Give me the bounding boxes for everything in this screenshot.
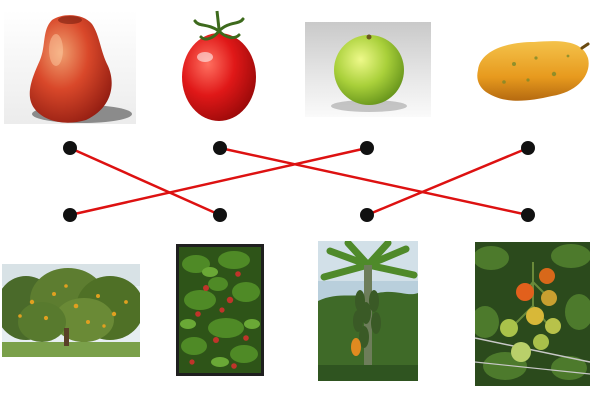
match-dot-b2[interactable] [213, 208, 227, 222]
connector-line-t3-b1 [69, 146, 368, 217]
match-dot-b4[interactable] [521, 208, 535, 222]
match-dot-t1[interactable] [63, 141, 77, 155]
wax-apple-tree-plant-icon [176, 244, 264, 376]
green-orange-fruit-icon [305, 22, 431, 117]
orange-orchard-plant-icon [2, 264, 140, 357]
tomato-vine-plant-icon [475, 242, 590, 386]
match-dot-t4[interactable] [521, 141, 535, 155]
match-dot-b1[interactable] [63, 208, 77, 222]
connector-line-t4-b3 [366, 146, 529, 217]
papaya-fruit-icon [474, 34, 590, 106]
match-dot-t3[interactable] [360, 141, 374, 155]
match-dot-t2[interactable] [213, 141, 227, 155]
papaya-tree-plant-icon [318, 241, 418, 381]
connector-line-t1-b2 [69, 146, 221, 217]
cherry-tomato-fruit-icon [177, 5, 261, 123]
connector-line-t2-b4 [219, 146, 529, 217]
match-dot-b3[interactable] [360, 208, 374, 222]
wax-apple-fruit-icon [4, 10, 136, 124]
